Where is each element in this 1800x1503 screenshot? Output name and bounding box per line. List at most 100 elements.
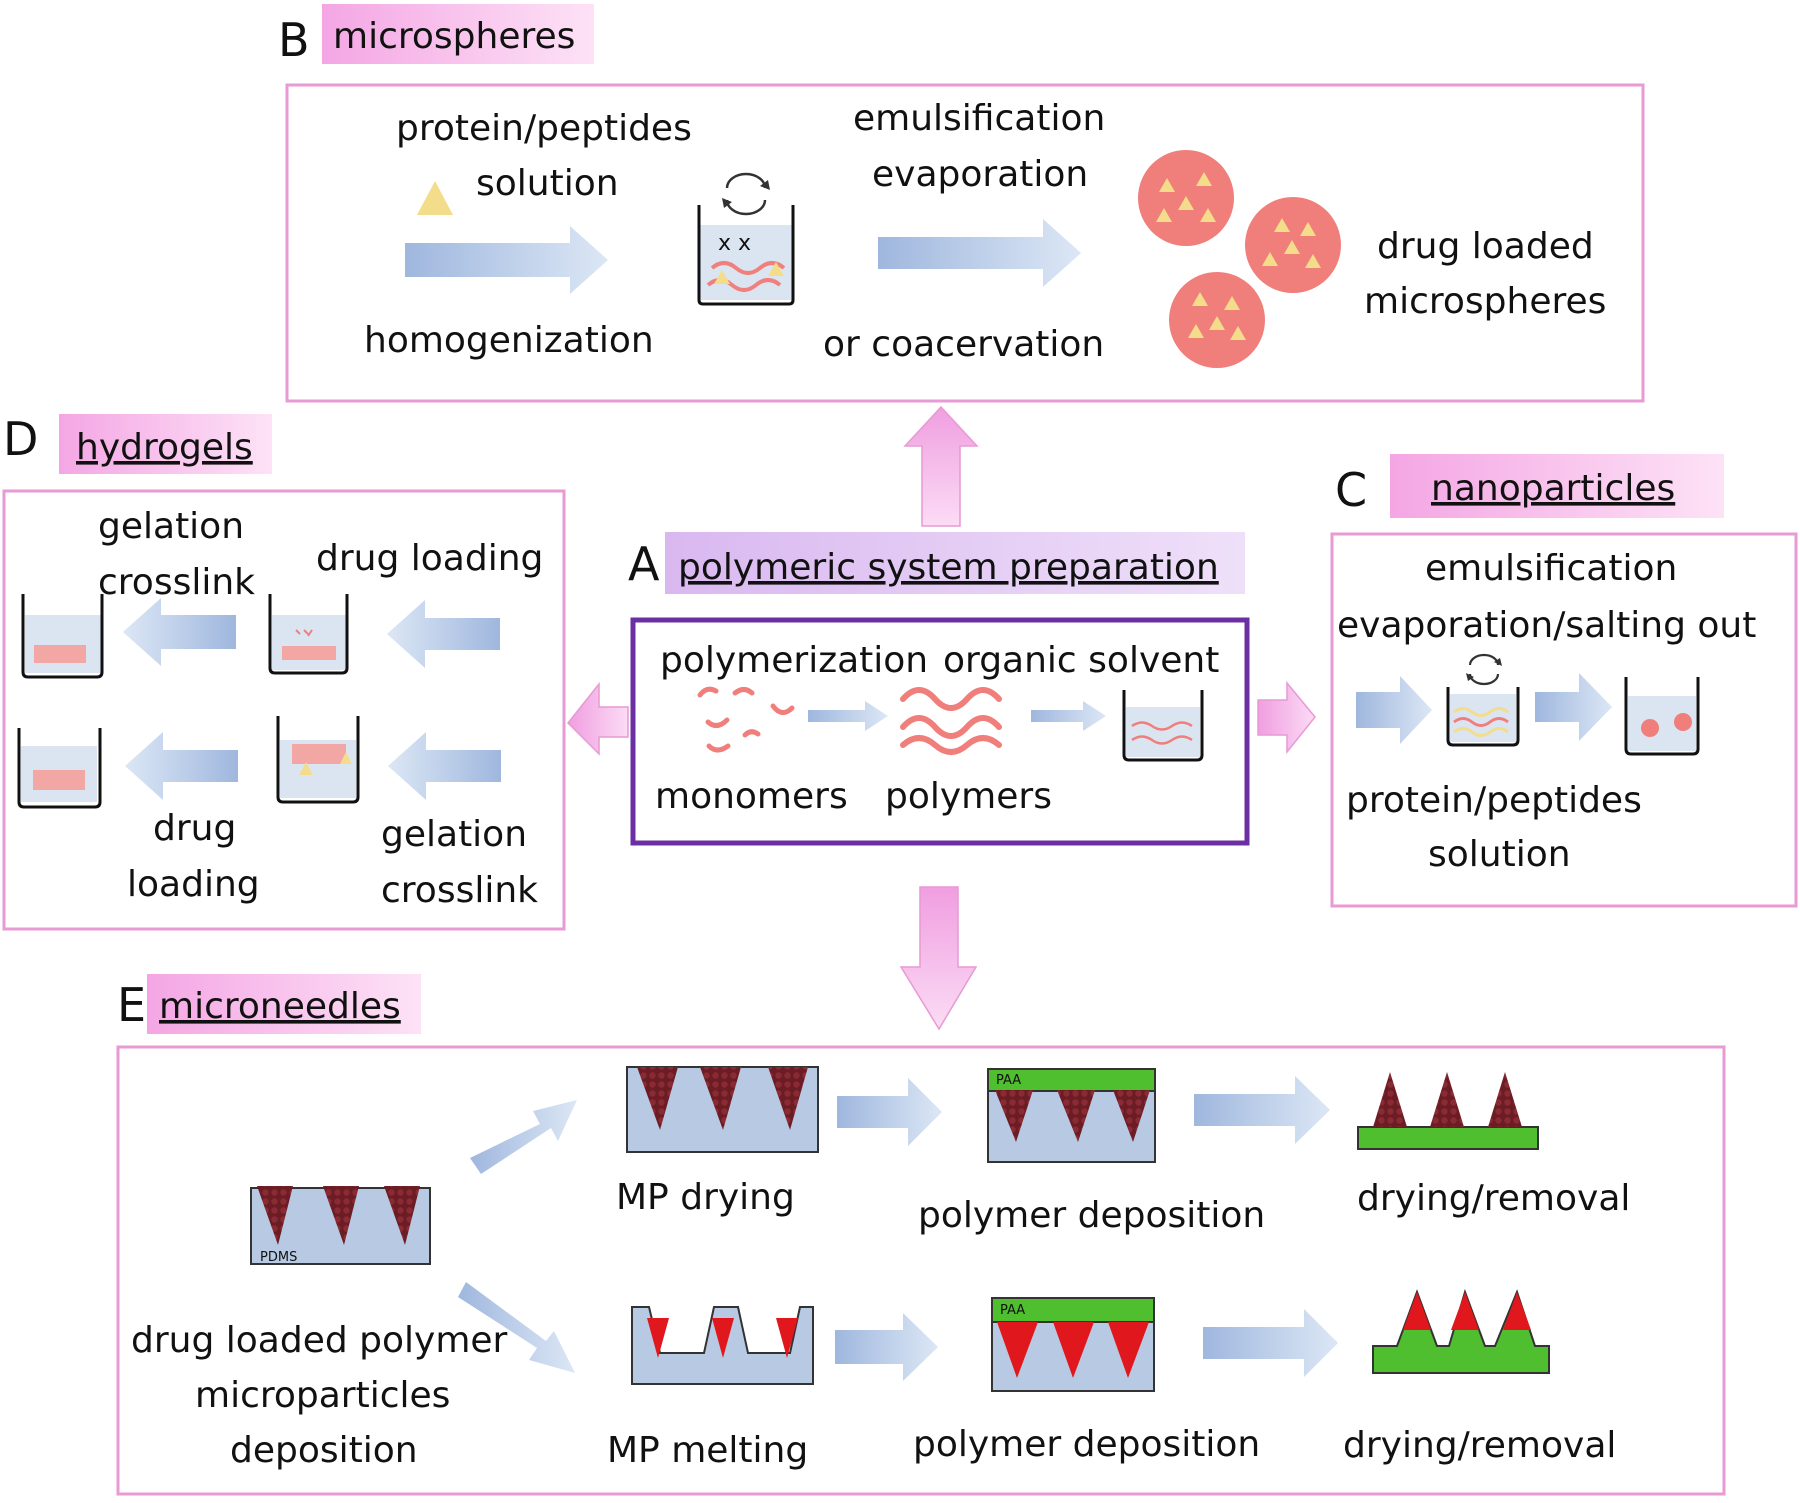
panel-e-title: microneedles [159,986,401,1027]
e-mp-melting-label: MP melting [607,1430,808,1471]
polymers-icon [900,687,1002,755]
panel-b-letter: B [278,13,310,67]
right-arrow-icon [808,701,888,731]
hydrogel-beaker-icon [21,594,104,679]
mp-melting-mold-icon [631,1306,814,1385]
mp-drying-mold-icon [626,1066,819,1153]
panel-d-hydrogels: D hydrogels gelation crosslink drug load… [2,412,566,931]
panel-a-polymeric-system: A polymeric system preparation polymeriz… [628,532,1250,846]
molten-microneedle-array-icon [1372,1288,1550,1374]
panel-a-frame [630,617,1250,846]
drug-triangle-icon [417,181,453,215]
left-arrow-icon [387,600,500,668]
c-emulsification-label: emulsification [1425,548,1677,589]
up-arrow-icon [903,405,979,527]
paa-deposition-molten-icon: PAA [991,1297,1155,1392]
c-protein-peptides-label: protein/peptides [1346,780,1642,821]
panel-b-title: microspheres [333,16,575,57]
c-evaporation-salting-out-label: evaporation/salting out [1337,605,1756,646]
panel-c-frame [1330,532,1798,908]
a-polymerization-label: polymerization [660,640,928,681]
right-arrow-icon [1031,701,1106,731]
a-monomers-label: monomers [655,776,848,817]
pdms-label: PDMS [260,1250,297,1265]
panel-d-letter: D [3,412,38,466]
microsphere-icon [1138,150,1234,246]
beaker-icon: x x [697,205,795,306]
microsphere-icon [1245,197,1341,293]
pdms-mold-icon: PDMS [250,1186,431,1265]
stir-rotation-icon [722,172,770,216]
d-crosslink-bottom-label: crosslink [381,870,538,911]
nanoparticle-beaker-icon [1624,677,1700,756]
svg-text:x x: x x [718,231,751,256]
b-or-coacervation-label: or coacervation [823,324,1104,365]
e-polymer-deposition-top-label: polymer deposition [918,1195,1265,1236]
panel-c-letter: C [1335,463,1367,517]
paa-label: PAA [1000,1303,1025,1318]
right-arrow-icon [1257,680,1316,755]
c-solution-label: solution [1428,834,1571,875]
e-deposition-label: deposition [230,1430,418,1471]
diagonal-down-arrow-icon [458,1282,575,1373]
b-solution-label: solution [476,163,619,204]
e-drying-removal-top-label: drying/removal [1357,1178,1630,1219]
b-emulsification-label: emulsification [853,98,1105,139]
paa-deposition-mold-icon: PAA [987,1068,1156,1163]
left-arrow-icon [388,732,501,800]
panel-d-title-tag [59,414,272,474]
e-drying-removal-bottom-label: drying/removal [1343,1425,1616,1466]
microsphere-icon [1169,272,1265,368]
e-drug-loaded-polymer-label: drug loaded polymer [131,1320,508,1361]
paa-label: PAA [996,1073,1021,1088]
panel-e-letter: E [117,978,146,1032]
right-arrow-icon [1356,676,1432,744]
stir-rotation-icon [1466,653,1502,686]
d-crosslink-top-label: crosslink [98,562,255,603]
panel-b-microspheres: B microspheres protein/peptides solution… [278,4,1645,403]
right-arrow-icon [837,1078,942,1146]
b-drug-loaded-label: drug loaded [1377,226,1594,267]
right-arrow-icon [1194,1076,1330,1144]
e-microparticles-label: microparticles [195,1375,450,1416]
right-arrow-icon [1203,1309,1338,1377]
a-polymers-label: polymers [885,776,1052,817]
left-arrow-icon [125,732,238,800]
panel-a-title: polymeric system preparation [678,547,1219,588]
d-gelation-top-label: gelation [98,506,244,547]
panel-c-title-tag [1390,454,1724,518]
hydrogel-beaker-icon [268,594,349,675]
hydrogel-beaker-icon [276,716,360,804]
panel-b-title-tag [322,4,594,64]
down-arrow-icon [899,886,978,1031]
diagonal-up-arrow-icon [470,1100,577,1174]
a-organic-solvent-label: organic solvent [943,640,1219,681]
d-gelation-bottom-label: gelation [381,814,527,855]
hydrogel-beaker-icon [17,728,102,809]
right-arrow-icon [405,226,608,294]
microneedle-array-icon [1357,1072,1539,1150]
left-arrow-icon [566,681,629,756]
left-arrow-icon [123,598,236,666]
panel-c-nanoparticles: C nanoparticles emulsification evaporati… [1330,454,1798,908]
panel-a-letter: A [628,537,660,591]
panel-c-title: nanoparticles [1431,468,1675,509]
panel-e-frame [116,1045,1726,1496]
panel-e-title-tag [147,974,421,1034]
e-mp-drying-label: MP drying [616,1177,795,1218]
b-microspheres-label: microspheres [1364,281,1606,322]
right-arrow-icon [1535,673,1612,741]
panel-e-microneedles: E microneedles PDMS MP drying [116,974,1726,1496]
b-protein-peptides-label: protein/peptides [396,108,692,149]
monomers-icon [697,686,795,753]
d-drug-bottom-label: drug [153,808,236,849]
panel-d-title: hydrogels [76,427,253,468]
b-evaporation-label: evaporation [872,154,1088,195]
e-polymer-deposition-bottom-label: polymer deposition [913,1424,1260,1465]
panel-b-frame [285,83,1645,403]
d-loading-bottom-label: loading [127,864,260,905]
emulsion-beaker-icon [1446,687,1520,747]
b-homogenization-label: homogenization [364,320,654,361]
